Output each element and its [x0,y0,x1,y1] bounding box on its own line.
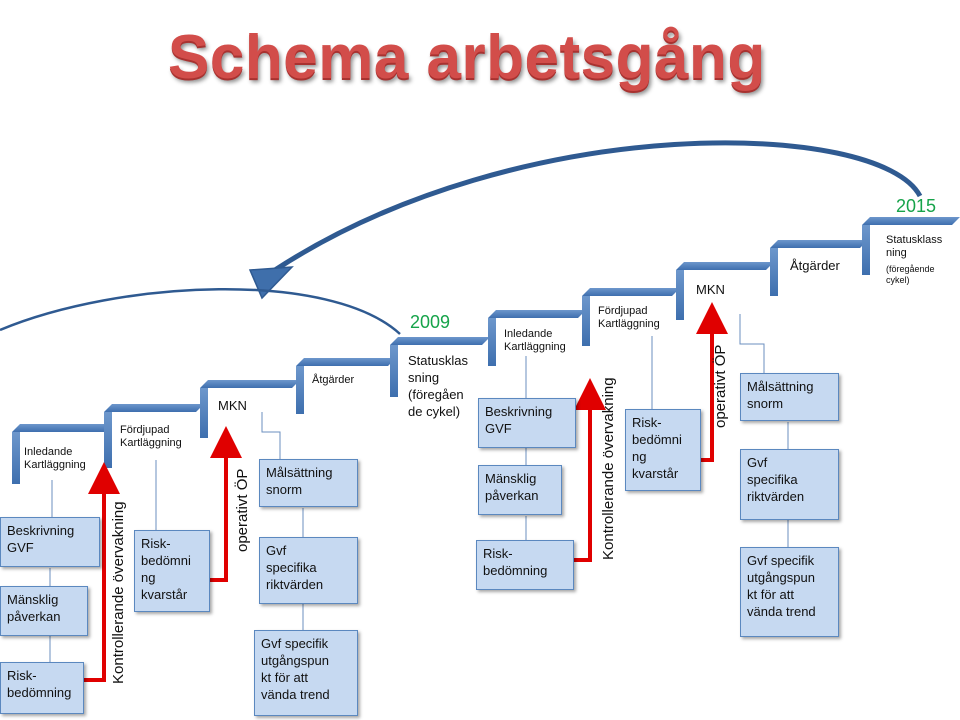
box-gvf-specifik-utgangspunkt-2: Gvf specifik utgångspun kt för att vända… [740,547,839,637]
step-label-mkn: MKN [218,398,247,413]
cycle-link-curve [0,287,401,335]
connector-lines [49,314,789,662]
box-malsattningsnorm-2: Målsättning snorm [740,373,839,421]
stairs-cycle-2015 [488,217,960,366]
label-operativt-op: operativt ÖP [234,468,251,552]
label-operativt-op-2: operativt ÖP [712,344,729,428]
red-arrows [82,302,728,682]
box-riskbedomning-kvarstar: Risk- bedömni ng kvarstår [134,530,210,612]
step-label-fordjupad-kartlaggning-2: Fördjupad Kartläggning [598,305,660,330]
step-label-foregaende-cykel-2: (föregående cykel) [886,264,935,285]
box-gvf-specifik-utgangspunkt: Gvf specifik utgångspun kt för att vända… [254,630,358,716]
step-label-fordjupad-kartlaggning: Fördjupad Kartläggning [120,424,182,449]
step-label-statusklassning-2: Statusklass ning [886,234,943,259]
box-mansklig-paverkan-2: Mänsklig påverkan [478,465,562,515]
step-label-atgarder-2: Åtgärder [790,258,840,273]
step-label-inledande-kartlaggning: Inledande Kartläggning [24,446,86,471]
step-label-inledande-kartlaggning-2: Inledande Kartläggning [504,328,566,353]
box-mansklig-paverkan: Mänsklig påverkan [0,586,88,636]
box-riskbedomning-kvarstar-2: Risk- bedömni ng kvarstår [625,409,701,491]
box-malsattningsnorm: Målsättning snorm [259,459,358,507]
step-label-atgarder: Åtgärder [312,374,355,386]
box-beskrivning-gvf: Beskrivning GVF [0,517,100,567]
label-kontrollerande-overvakning: Kontrollerande övervakning [110,501,127,684]
label-kontrollerande-overvakning-2: Kontrollerande övervakning [600,377,617,560]
step-label-statusklassning: Statusklas sning (föregåen de cykel) [408,353,468,419]
year-label-2009: 2009 [410,312,451,332]
year-label-2015: 2015 [896,196,937,216]
cycle-return-arrow [248,140,923,300]
step-label-mkn-2: MKN [696,282,725,297]
page-title: Schema arbetsgång [168,23,766,92]
box-gvf-specifika-riktvarden-2: Gvf specifika riktvärden [740,449,839,520]
box-beskrivning-gvf-2: Beskrivning GVF [478,398,576,448]
stairs-cycle-2009 [12,337,490,484]
box-riskbedomning-2: Risk- bedömning [476,540,574,590]
box-gvf-specifika-riktvarden: Gvf specifika riktvärden [259,537,358,604]
box-riskbedomning: Risk- bedömning [0,662,84,714]
